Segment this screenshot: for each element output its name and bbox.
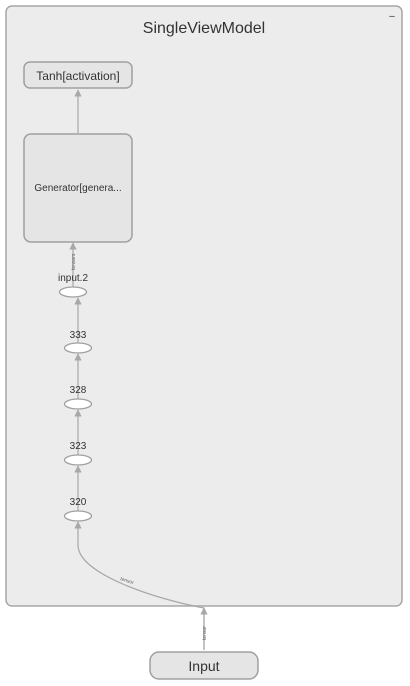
edge-input-320 bbox=[74, 521, 205, 650]
op-node-323[interactable]: 323 bbox=[63, 441, 93, 466]
node-input[interactable]: Input bbox=[149, 651, 259, 680]
node-tanh-label: Tanh[activation] bbox=[36, 69, 119, 83]
node-generator-label: Generator[genera... bbox=[34, 183, 121, 194]
node-tanh-activation[interactable]: Tanh[activation] bbox=[23, 61, 133, 89]
edges: tensors tensor tensor bbox=[69, 89, 208, 650]
edge-label-tensor-stub: tensor bbox=[202, 626, 208, 640]
node-generator[interactable]: Generator[genera... bbox=[23, 133, 133, 243]
op-label-328: 328 bbox=[70, 385, 87, 396]
op-node-333[interactable]: 333 bbox=[63, 330, 93, 354]
edge-label-tensor-curve: tensor bbox=[119, 576, 134, 586]
edge-label-tensors: tensors bbox=[71, 253, 77, 270]
op-label-333: 333 bbox=[70, 330, 87, 341]
op-node-328[interactable]: 328 bbox=[63, 385, 93, 410]
op-label-323: 323 bbox=[70, 441, 87, 452]
module-title: SingleViewModel bbox=[143, 20, 265, 37]
collapse-icon[interactable]: – bbox=[389, 11, 395, 22]
op-label-320: 320 bbox=[70, 497, 87, 508]
node-input-label: Input bbox=[188, 658, 219, 674]
op-node-input-2[interactable]: input.2 bbox=[58, 273, 88, 298]
op-node-320[interactable]: 320 bbox=[63, 497, 93, 522]
op-label-input-2: input.2 bbox=[58, 273, 88, 284]
